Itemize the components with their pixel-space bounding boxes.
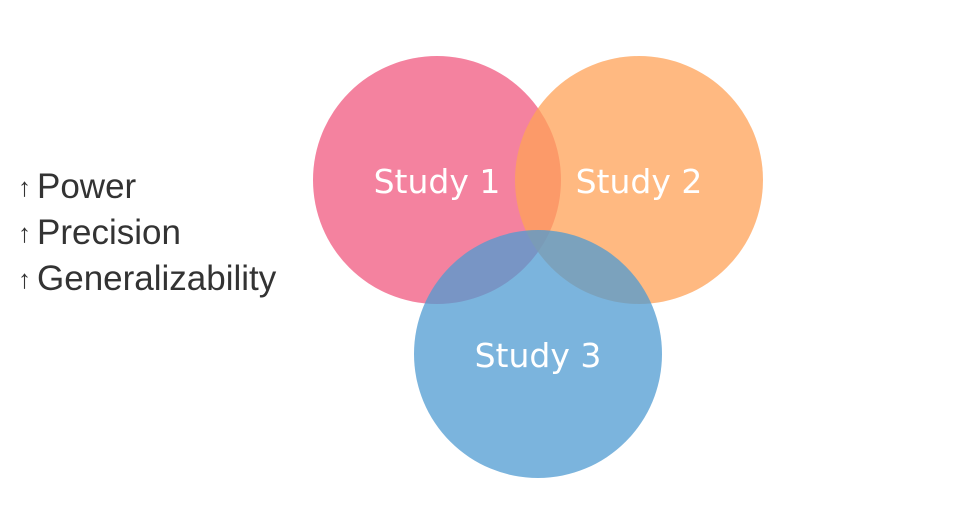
benefit-label: Precision (37, 213, 181, 252)
up-arrow-icon: ↑ (18, 264, 31, 294)
benefit-power: ↑Power (18, 164, 276, 210)
benefit-label: Power (37, 167, 137, 206)
benefit-precision: ↑Precision (18, 210, 276, 256)
benefit-label: Generalizability (37, 259, 277, 298)
label-study-3: Study 3 (475, 336, 602, 375)
benefit-generalizability: ↑Generalizability (18, 256, 276, 302)
up-arrow-icon: ↑ (18, 218, 31, 248)
benefits-list: ↑Power ↑Precision ↑Generalizability (18, 164, 276, 302)
label-study-1: Study 1 (374, 162, 501, 201)
up-arrow-icon: ↑ (18, 172, 31, 202)
circle-study-3 (414, 230, 662, 478)
label-study-2: Study 2 (576, 162, 703, 201)
